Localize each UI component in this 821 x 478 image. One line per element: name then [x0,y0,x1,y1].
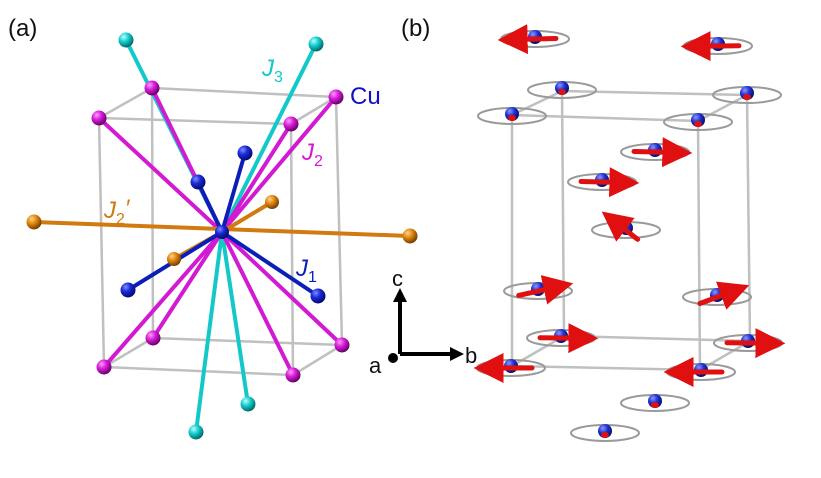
atom-j2-2 [91,110,107,126]
j1-bonds [126,151,320,298]
spin-arrow-head-on [601,432,609,438]
atom-j2-1 [144,80,160,96]
atom-j3-3 [188,424,204,440]
spin-site [526,323,599,354]
atom-j2p-4 [167,252,181,266]
axis-label-b: b [465,343,477,368]
spin-arrow [697,281,750,310]
spin-arrow-head-on [694,121,702,127]
spin-site [527,81,597,99]
label-j3: J3 [261,55,283,86]
spin-arrow [631,137,693,168]
spin-site [682,281,752,310]
atom-j2p-3 [265,195,279,209]
axis-label-c: c [392,266,403,291]
panel-a-label: (a) [8,15,37,42]
spin-arrow [516,275,574,305]
spin-site [591,211,661,242]
atom-cu-center [215,225,229,239]
atom-j2-5 [145,330,161,346]
spin-site [567,167,640,198]
atom-j2p-2 [402,228,418,244]
label-cu: Cu [350,83,381,110]
atom-j1-2 [237,145,253,161]
atoms-j3 [118,32,324,440]
atom-j3-2 [308,36,324,52]
spin-site [680,31,753,62]
spin-arrow [578,167,640,198]
spin-arrow [497,24,559,55]
atom-j2p-1 [26,214,42,230]
label-j1: J1 [295,255,317,286]
atom-j2-7 [334,337,350,353]
atom-j2-8 [285,367,301,383]
axis-triad [388,288,464,363]
spin-site [503,275,574,305]
spin-site [713,328,786,359]
atoms-j2 [91,80,350,383]
atom-j3-4 [240,396,256,412]
spin-site [497,24,570,55]
spin-arrow [601,211,641,242]
atoms-j2prime [26,195,418,266]
atom-j1-4 [310,288,326,304]
spin-site [663,113,733,131]
spin-site [620,394,690,412]
spin-arrow-head-on [743,94,751,100]
spin-site [473,353,546,383]
j2-bonds [97,86,344,377]
unit-cell-a [97,86,344,377]
atom-j2-4 [283,116,299,132]
spin-sites [473,24,786,442]
atom-j1-1 [190,174,206,190]
panel-b-label: (b) [401,15,430,42]
atom-j1-3 [120,282,136,298]
spin-site [620,137,693,168]
atom-j2-3 [328,89,344,105]
spin-site [570,424,640,442]
atom-j2-6 [96,359,112,375]
spin-arrow-head-on [558,89,566,95]
spin-arrow-head-on [508,115,516,121]
spin-site [477,107,547,125]
atom-j3-1 [118,32,134,48]
label-j2prime: J2′ [103,195,131,228]
spin-arrow-head-on [651,402,659,408]
label-j2: J2 [301,139,323,170]
atoms-j1 [120,145,326,304]
spin-site [663,357,736,387]
spin-site [712,86,782,104]
axis-label-a: a [369,353,382,378]
